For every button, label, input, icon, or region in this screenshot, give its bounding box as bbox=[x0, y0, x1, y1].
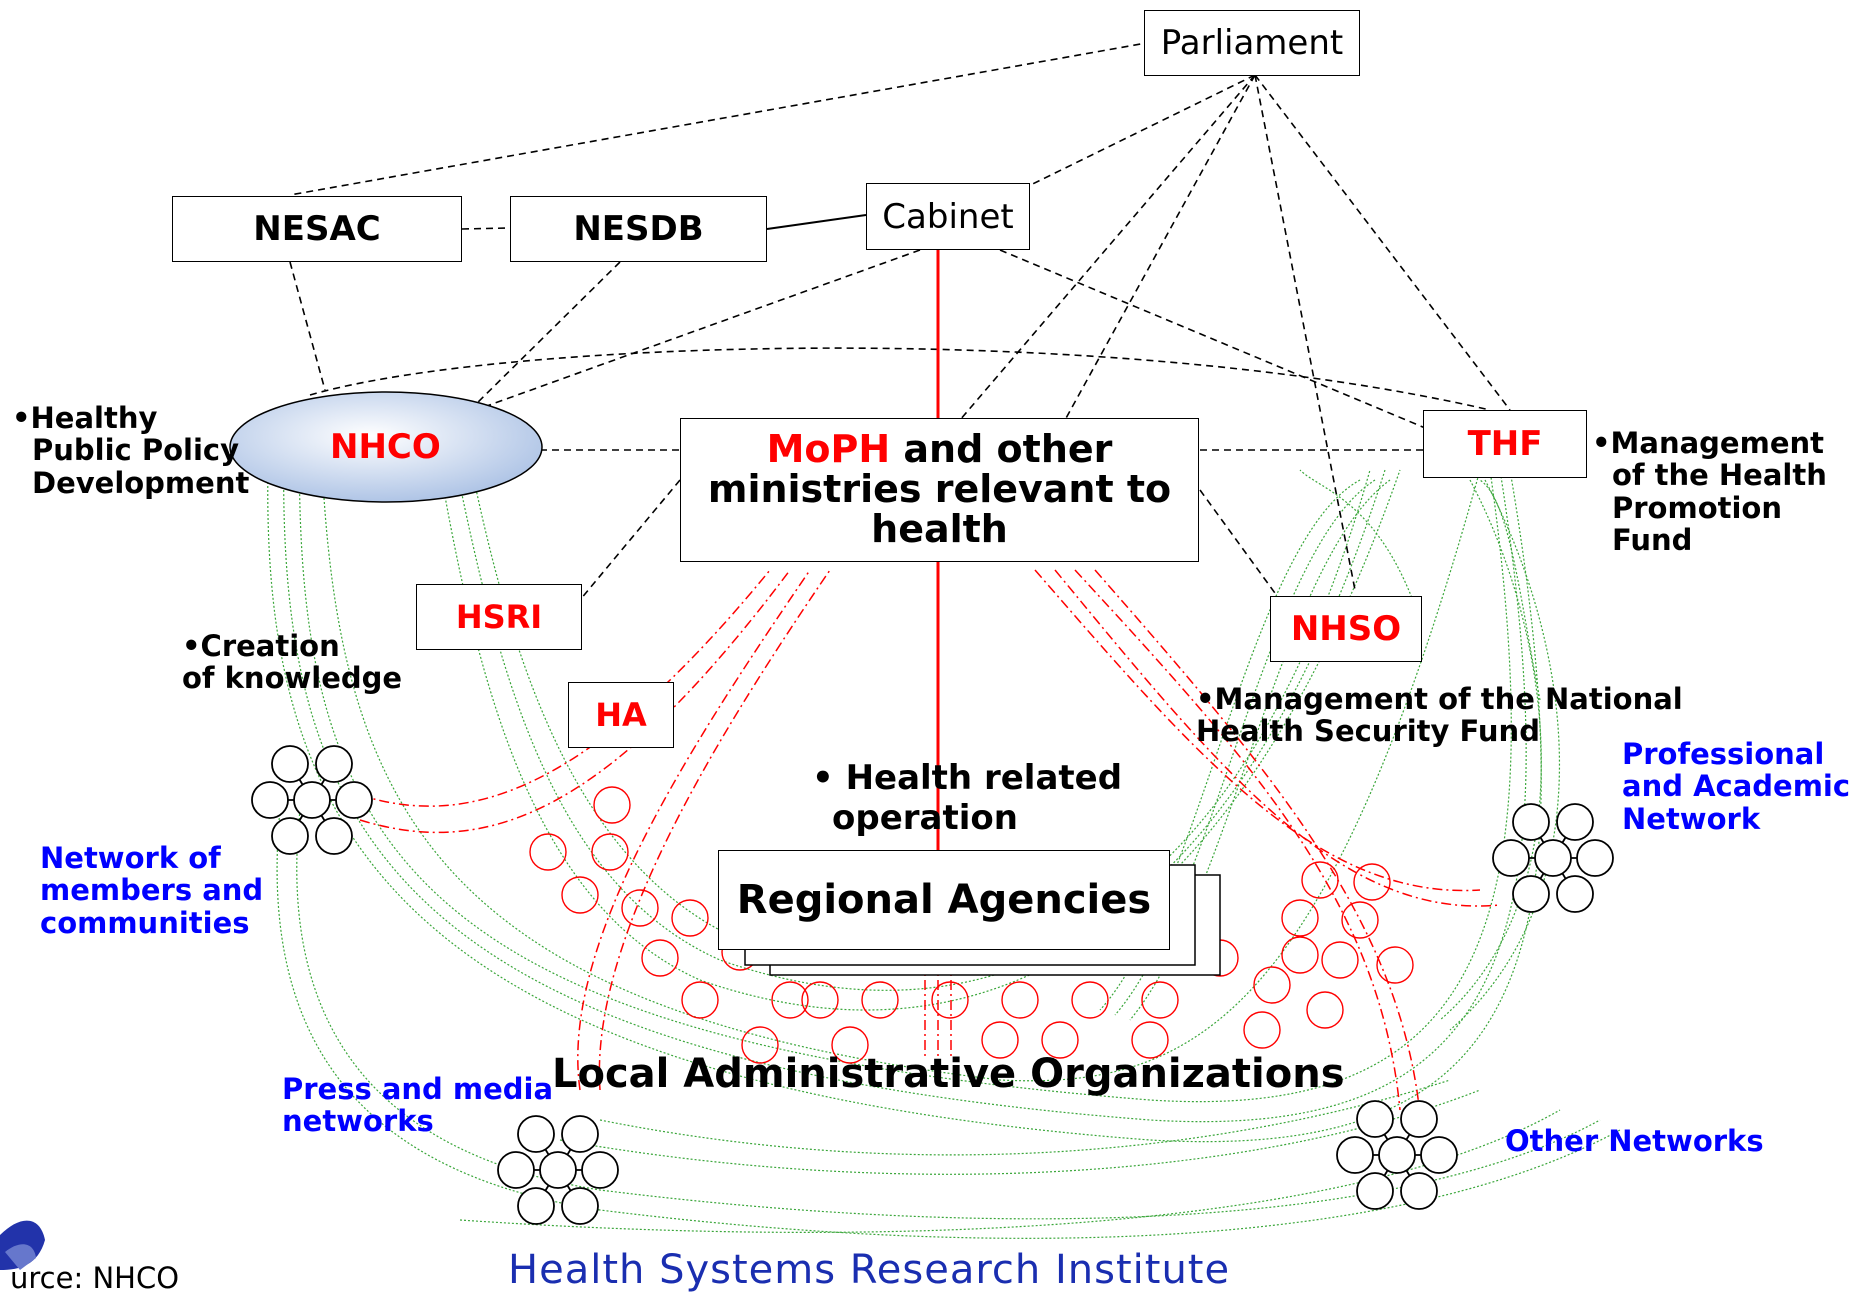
moph-highlight: MoPH bbox=[766, 427, 891, 472]
network-cluster-members bbox=[251, 745, 373, 855]
regional-agencies-box: Regional Agencies bbox=[718, 850, 1170, 950]
local-admin-label: Local Administrative Organizations bbox=[552, 1051, 1345, 1097]
moph-line3: health bbox=[871, 506, 1008, 551]
role-knowledge: •Creation of knowledge bbox=[182, 629, 403, 696]
parliament-box: Parliament bbox=[1144, 10, 1360, 76]
network-other-label: Other Networks bbox=[1505, 1124, 1764, 1158]
network-cluster-professional bbox=[1492, 803, 1614, 913]
network-professional-label: Professional and Academic Network bbox=[1622, 737, 1851, 836]
nhco-label: NHCO bbox=[330, 427, 441, 467]
ha-box: HA bbox=[568, 682, 674, 748]
nesdb-label: NESDB bbox=[573, 209, 704, 249]
nhso-label: NHSO bbox=[1290, 609, 1402, 649]
nhco-ellipse bbox=[229, 391, 543, 503]
moph-line2: ministries relevant to bbox=[707, 467, 1172, 512]
role-nhco: •Healthy Public Policy Development bbox=[12, 401, 250, 500]
cabinet-box: Cabinet bbox=[866, 183, 1030, 250]
thf-box: THF bbox=[1423, 410, 1587, 478]
parliament-label: Parliament bbox=[1160, 23, 1344, 63]
cabinet-label: Cabinet bbox=[882, 196, 1014, 237]
thf-label: THF bbox=[1467, 424, 1543, 464]
source-caption: urce: NHCO bbox=[10, 1261, 180, 1295]
red-operational-links bbox=[359, 569, 1501, 1116]
nesdb-box: NESDB bbox=[510, 196, 767, 262]
network-press-label: Press and media networks bbox=[282, 1072, 554, 1139]
network-members-label: Network of members and communities bbox=[40, 841, 264, 940]
dashed-links bbox=[289, 41, 1511, 613]
ha-label: HA bbox=[595, 696, 647, 734]
moph-box: MoPH and other ministries relevant to he… bbox=[680, 418, 1199, 562]
hsri-logo bbox=[0, 1220, 45, 1270]
hsri-box: HSRI bbox=[416, 584, 582, 650]
role-operation: • Health related operation bbox=[812, 758, 1123, 839]
institute-title: Health Systems Research Institute bbox=[508, 1247, 1231, 1293]
role-thf: •Management of the Health Promotion Fund bbox=[1592, 426, 1827, 558]
moph-line1: and other bbox=[890, 427, 1113, 472]
network-cluster-other bbox=[1336, 1100, 1458, 1210]
nesdb-cabinet-link bbox=[766, 214, 867, 230]
role-nhso: •Management of the National Health Secur… bbox=[1196, 682, 1683, 749]
network-cluster-press bbox=[497, 1115, 619, 1225]
nesac-label: NESAC bbox=[253, 209, 381, 249]
hsri-label: HSRI bbox=[455, 598, 543, 636]
regional-agencies-label: Regional Agencies bbox=[736, 877, 1152, 923]
nhso-box: NHSO bbox=[1270, 596, 1422, 662]
nesac-box: NESAC bbox=[172, 196, 462, 262]
